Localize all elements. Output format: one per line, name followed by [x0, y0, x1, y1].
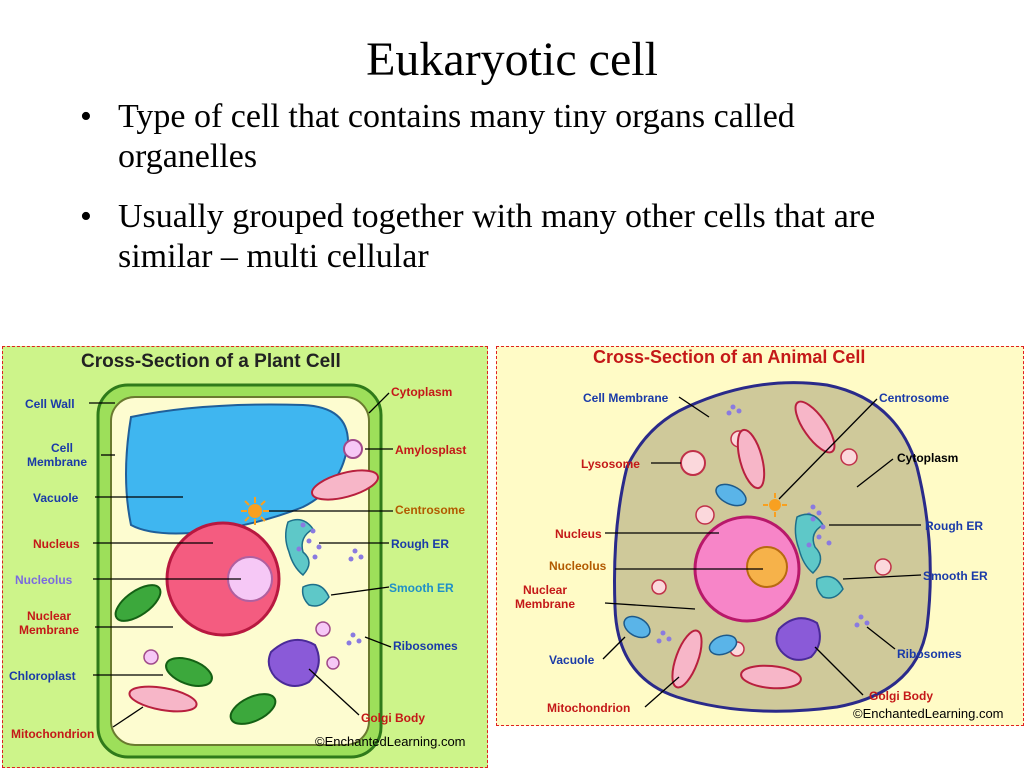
plant-label-nuclear-membrane: Membrane — [19, 623, 80, 637]
animal-diagram-title: Cross-Section of an Animal Cell — [593, 347, 866, 367]
animal-lysosome — [680, 450, 706, 476]
animal-vesicle — [651, 579, 667, 595]
plant-copyright: ©EnchantedLearning.com — [315, 734, 466, 749]
animal-centrosome — [769, 499, 781, 511]
plant-golgi-body — [267, 638, 320, 687]
animal-label-mitochondrion: Mitochondrion — [547, 701, 631, 715]
plant-pointer-lines — [89, 392, 393, 728]
animal-label-cytoplasm: Cytoplasm — [897, 451, 959, 465]
plant-centrosome — [248, 504, 262, 518]
plant-diagram-title: Cross-Section of a Plant Cell — [81, 351, 341, 372]
animal-label-golgi-body: Golgi Body — [869, 689, 933, 703]
plant-vacuole — [125, 403, 350, 535]
animal-label-lysosome: Lysosome — [581, 457, 640, 471]
plant-chloroplast — [114, 584, 162, 622]
bullet-item: • Usually grouped together with many othe… — [80, 197, 940, 277]
plant-label-nucleolus: Nucleolus — [15, 573, 73, 587]
plant-chloroplast — [165, 657, 213, 687]
animal-vesicle — [874, 558, 892, 576]
animal-label-rough-er: Rough ER — [925, 519, 983, 533]
animal-vacuole — [708, 634, 738, 656]
animal-label-nuclear-membrane: Membrane — [515, 597, 576, 611]
plant-mitochondrion — [311, 469, 379, 501]
animal-vacuole — [623, 615, 651, 639]
plant-label-vacuole: Vacuole — [33, 491, 79, 505]
plant-label-golgi-body: Golgi Body — [361, 711, 425, 725]
animal-copyright: ©EnchantedLearning.com — [853, 706, 1004, 721]
plant-label-cell-membrane: Cell — [51, 441, 74, 455]
animal-mitochondrion — [794, 400, 836, 454]
animal-label-centrosome: Centrosome — [879, 391, 950, 405]
plant-label-cell-membrane: Membrane — [27, 455, 88, 469]
plant-cell-diagram: Cross-Section of a Plant Cell Cell Wall … — [2, 346, 488, 768]
animal-vacuole — [715, 483, 747, 507]
bullet-text: Type of cell that contains many tiny org… — [118, 98, 795, 175]
plant-vesicle — [326, 656, 340, 670]
animal-pointer-lines — [602, 396, 922, 708]
animal-centrosome-rays — [763, 493, 787, 517]
animal-mitochondrion — [736, 428, 766, 490]
animal-label-nucleus: Nucleus — [555, 527, 602, 541]
plant-vesicle — [315, 621, 331, 637]
bullet-list: • Type of cell that contains many tiny or… — [80, 97, 940, 297]
animal-cell-illustration — [602, 381, 932, 713]
plant-label-amylosplast: Amylosplast — [395, 443, 467, 457]
plant-label-centrosome: Centrosome — [395, 503, 466, 517]
animal-label-nuclear-membrane: Nuclear — [523, 583, 568, 597]
plant-label-cell-wall: Cell Wall — [25, 397, 75, 411]
animal-cell-diagram: Cross-Section of an Animal Cell Cell Mem… — [496, 346, 1024, 726]
animal-label-ribosomes: Ribosomes — [897, 647, 962, 661]
animal-label-cell-membrane: Cell Membrane — [583, 391, 669, 405]
animal-golgi-body — [775, 617, 821, 661]
animal-label-smooth-er: Smooth ER — [923, 569, 988, 583]
bullet-item: • Type of cell that contains many tiny or… — [80, 97, 940, 177]
plant-label-nuclear-membrane: Nuclear — [27, 609, 72, 623]
plant-mitochondrion — [128, 685, 198, 713]
animal-vesicle — [695, 505, 715, 525]
bullet-dot-icon: • — [80, 198, 92, 235]
animal-nucleolus — [746, 546, 788, 588]
plant-label-mitochondrion: Mitochondrion — [11, 727, 95, 741]
animal-mitochondrion — [671, 629, 703, 689]
bullet-dot-icon: • — [80, 98, 92, 135]
animal-er-dots — [806, 516, 832, 548]
plant-label-smooth-er: Smooth ER — [389, 581, 454, 595]
plant-label-nucleus: Nucleus — [33, 537, 80, 551]
bullet-text: Usually grouped together with many other… — [118, 198, 876, 275]
animal-vesicle — [840, 448, 858, 466]
plant-vesicle — [143, 649, 159, 665]
plant-label-chloroplast: Chloroplast — [9, 669, 76, 683]
plant-chloroplast — [229, 693, 277, 725]
plant-label-rough-er: Rough ER — [391, 537, 449, 551]
plant-amyloplast — [343, 439, 363, 459]
plant-cell-illustration — [89, 383, 393, 759]
plant-centrosome-rays — [241, 497, 269, 525]
slide-title: Eukaryotic cell — [366, 33, 658, 86]
plant-label-ribosomes: Ribosomes — [393, 639, 458, 653]
animal-label-nucleolus: Nucleolus — [549, 559, 607, 573]
animal-label-vacuole: Vacuole — [549, 653, 595, 667]
animal-mitochondrion — [740, 664, 802, 690]
plant-ribosome-dots — [296, 522, 364, 646]
plant-label-cytoplasm: Cytoplasm — [391, 385, 453, 399]
